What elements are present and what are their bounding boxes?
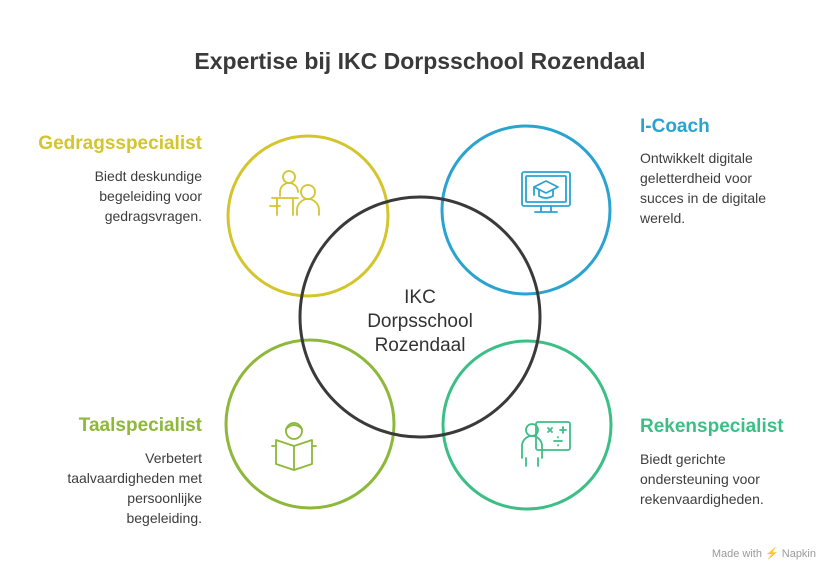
reken-description: Biedt gerichte ondersteuning voor rekenv… bbox=[640, 449, 764, 509]
coach-desc-line: succes in de digitale bbox=[640, 190, 767, 206]
teacher-student-icon bbox=[269, 170, 320, 216]
napkin-attribution[interactable]: Made with ⚡ Napkin bbox=[711, 548, 816, 560]
reken-desc-line: ondersteuning voor bbox=[640, 471, 760, 487]
taal-desc-line: begeleiding. bbox=[126, 510, 202, 526]
reken-desc-line: rekenvaardigheden. bbox=[640, 491, 764, 507]
gedrag-circle bbox=[226, 134, 390, 298]
gedrag-desc-line: gedragsvragen. bbox=[104, 208, 202, 224]
coach-desc-line: geletterdheid voor bbox=[640, 170, 753, 186]
gedrag-desc-line: begeleiding voor bbox=[99, 188, 202, 204]
reading-student-icon bbox=[271, 422, 317, 471]
center-circle bbox=[298, 195, 542, 439]
coach-description: Ontwikkelt digitale geletterdheid voor s… bbox=[640, 148, 766, 228]
center-label: IKC Dorpsschool Rozendaal bbox=[340, 286, 500, 358]
taal-description: Verbetert taalvaardigheden met persoonli… bbox=[67, 448, 202, 528]
coach-desc-line: Ontwikkelt digitale bbox=[640, 150, 753, 166]
gedrag-desc-line: Biedt deskundige bbox=[94, 168, 202, 184]
coach-circle bbox=[440, 124, 612, 296]
taal-heading: Taalspecialist bbox=[78, 415, 202, 436]
reken-circle bbox=[441, 339, 613, 511]
reken-desc-line: Biedt gerichte bbox=[640, 451, 726, 467]
taal-circle bbox=[224, 338, 396, 510]
math-teacher-icon bbox=[521, 421, 571, 467]
gedrag-description: Biedt deskundige begeleiding voor gedrag… bbox=[95, 166, 202, 226]
center-line-1: IKC bbox=[404, 287, 436, 308]
coach-desc-line: wereld. bbox=[640, 210, 686, 226]
center-line-2: Dorpsschool bbox=[367, 311, 473, 332]
center-line-3: Rozendaal bbox=[374, 335, 466, 356]
page-title: Expertise bij IKC Dorpsschool Rozendaal bbox=[194, 48, 646, 74]
taal-desc-line: taalvaardigheden met bbox=[67, 470, 202, 486]
reken-heading: Rekenspecialist bbox=[640, 416, 784, 437]
coach-heading: I-Coach bbox=[640, 116, 710, 137]
gedrag-heading: Gedragsspecialist bbox=[38, 133, 202, 154]
taal-desc-line: Verbetert bbox=[145, 450, 202, 466]
taal-desc-line: persoonlijke bbox=[127, 490, 202, 506]
online-education-icon bbox=[521, 171, 571, 213]
